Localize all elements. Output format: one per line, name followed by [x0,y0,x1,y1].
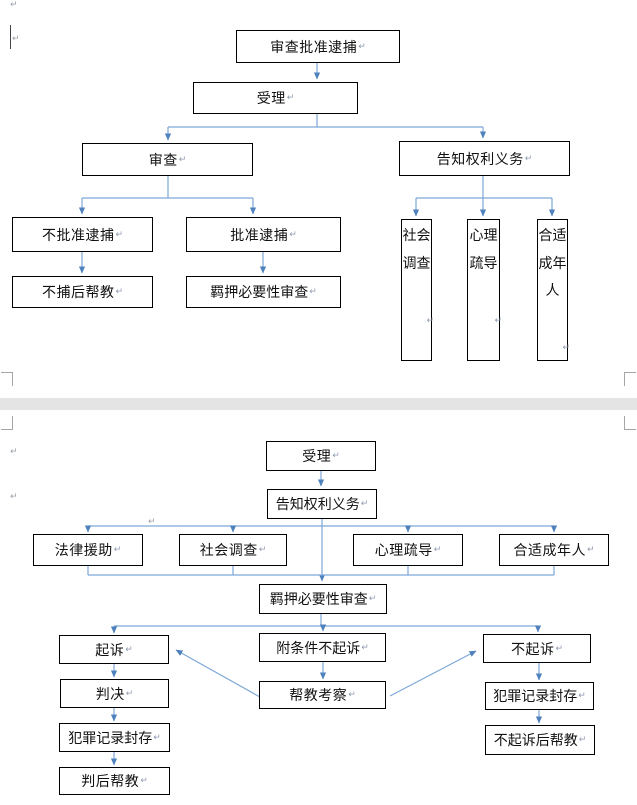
page2-top-left-margin-mark [1,416,13,430]
paragraph-return-mark-icon: ↵ [286,93,295,103]
node-label: 合适成年人 [538,229,567,299]
paragraph-return-mark-icon: ↵ [153,732,161,743]
node-label: 告知权利义务 [275,498,360,513]
node-criminal-record-sealing-right: 犯罪记录封存↵ [485,682,594,710]
node-label: 不起诉后帮教 [493,734,578,749]
node-label: 起诉 [95,643,125,659]
text-cursor[interactable] [10,25,11,49]
paragraph-return-mark-icon: ↵ [115,229,124,240]
paragraph-return-mark-icon: ↵ [360,499,369,509]
node-inform-rights-1: 告知权利义务↵ [399,141,570,176]
node-label: 审查批准逮捕 [270,40,358,56]
paragraph-return-mark-icon: ↵ [562,343,570,353]
paragraph-return-mark-icon: ↵ [358,41,366,52]
node-label: 批准逮捕 [230,228,289,244]
node-detention-necessity-review-2: 羁押必要性审查↵ [259,584,387,614]
paragraph-return-mark-icon: ↵ [348,690,356,700]
node-appropriate-adult-vertical: 合适成年人 ↵ [537,219,570,361]
paragraph-return-mark-icon: ↵ [125,688,134,699]
paragraph-return-mark-icon: ↵ [309,287,317,297]
node-social-investigation-2: 社会调查↵ [179,534,287,566]
node-psychological-counseling-vertical: 心理疏导 ↵ [467,219,502,361]
node-label: 审查 [148,153,178,169]
node-label: 合适成年人 [513,544,586,559]
paragraph-return-mark-icon: ↵ [586,545,595,555]
page-break-band [0,398,637,410]
node-accept-1: 受理↵ [193,82,358,114]
paragraph-return-mark-icon: ↵ [113,545,122,555]
arrow-aftercare-to-nonprosecution [389,650,477,697]
page1-bottom-right-margin-mark [624,372,636,386]
node-prosecute: 起诉↵ [59,635,169,664]
node-label: 法律援助 [54,544,113,559]
node-post-judgment-aftercare: 判后帮教↵ [59,767,170,795]
paragraph-return-mark-icon: ↵ [10,492,18,502]
node-appropriate-adult-2: 合适成年人↵ [499,534,609,566]
paragraph-return-mark-icon: ↵ [332,451,340,461]
node-label: 附条件不起诉 [276,641,361,657]
node-aftercare-probation: 帮教考察↵ [259,681,386,709]
node-label: 犯罪记录封存 [493,690,578,705]
paragraph-return-mark-icon: ↵ [361,642,369,653]
node-disapprove-arrest: 不批准逮捕↵ [12,217,153,252]
node-label: 羁押必要性审查 [269,593,368,608]
node-label: 不捕后帮教 [41,286,115,301]
paragraph-return-mark-icon: ↵ [10,447,18,457]
paragraph-return-mark-icon: ↵ [258,545,267,555]
node-review: 审查↵ [82,143,253,176]
node-label: 心理疏导 [374,544,433,559]
paragraph-return-mark-icon: ↵ [578,691,586,701]
node-psychological-counseling-2: 心理疏导↵ [353,534,463,566]
paragraph-return-mark-icon: ↵ [494,316,502,326]
node-criminal-record-sealing-left: 犯罪记录封存↵ [59,723,170,752]
node-judgment: 判决↵ [60,679,169,708]
node-social-investigation-vertical: 社会调查 ↵ [401,219,434,361]
paragraph-return-mark-icon: ↵ [140,776,148,786]
node-label: 告知权利义务 [436,152,524,168]
paragraph-return-mark-icon: ↵ [555,643,564,654]
node-label: 判后帮教 [81,775,140,790]
node-inform-rights-2: 告知权利义务↵ [267,489,377,519]
node-no-arrest-aftercare: 不捕后帮教↵ [12,276,153,308]
paragraph-return-mark-icon: ↵ [368,594,377,604]
node-review-approve-arrest: 审查批准逮捕↵ [236,30,400,63]
node-approve-arrest: 批准逮捕↵ [186,217,341,252]
node-label: 判决 [95,687,125,703]
page2-top-right-margin-mark [624,416,636,430]
paragraph-return-mark-icon: ↵ [578,735,587,745]
paragraph-return-mark-icon: ↵ [10,0,18,10]
paragraph-return-mark-icon: ↵ [524,153,533,164]
node-legal-aid: 法律援助↵ [33,534,143,566]
paragraph-return-mark-icon: ↵ [148,517,156,527]
node-non-prosecution-aftercare: 不起诉后帮教↵ [485,725,595,755]
node-label: 不批准逮捕 [41,228,115,244]
paragraph-return-mark-icon: ↵ [115,287,124,297]
paragraph-return-mark-icon: ↵ [178,154,187,165]
node-accept-2: 受理↵ [266,441,376,471]
node-label: 帮教考察 [289,689,348,704]
paragraph-return-mark-icon: ↵ [433,545,442,555]
page1-bottom-left-margin-mark [1,372,13,386]
node-label: 社会调查 [199,544,258,559]
node-label: 受理 [256,92,286,107]
paragraph-return-mark-icon: ↵ [125,644,133,655]
node-label: 社会调查 [402,229,431,272]
paragraph-return-mark-icon: ↵ [12,34,20,44]
node-non-prosecution: 不起诉↵ [483,634,591,663]
node-label: 犯罪记录封存 [68,731,153,747]
node-label: 羁押必要性审查 [210,286,309,301]
arrow-aftercare-to-prosecute [175,649,261,698]
node-conditional-non-prosecution: 附条件不起诉↵ [259,633,386,662]
paragraph-return-mark-icon: ↵ [426,316,434,326]
node-label: 受理 [302,450,332,465]
node-detention-necessity-review-1: 羁押必要性审查↵ [186,276,341,308]
node-label: 不起诉 [510,642,555,658]
paragraph-return-mark-icon: ↵ [289,229,297,240]
node-label: 心理疏导 [469,229,498,272]
